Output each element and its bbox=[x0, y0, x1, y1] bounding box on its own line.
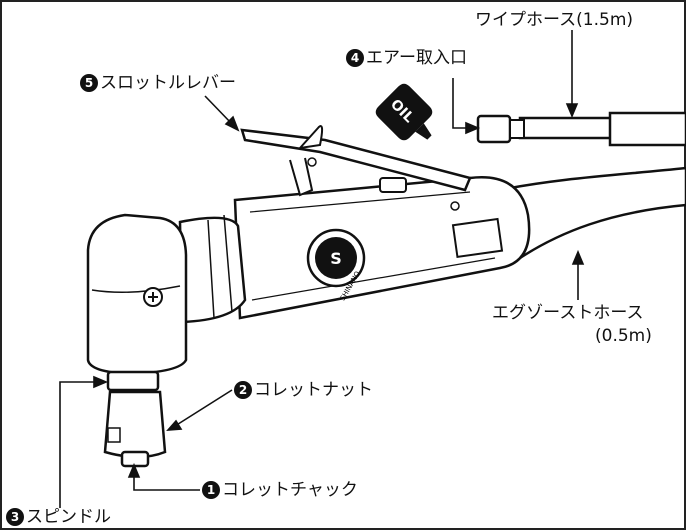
collet-nut bbox=[103, 390, 167, 459]
number-badge: 3 bbox=[6, 508, 24, 526]
exhaust-hose bbox=[499, 166, 686, 260]
grinder-body: S SHINANO bbox=[233, 176, 531, 320]
label-exhaust-hose-length: (0.5m) bbox=[595, 326, 652, 346]
label-exhaust-hose: エグゾーストホース bbox=[492, 303, 644, 323]
angle-head bbox=[86, 213, 188, 376]
label-text: コレットチャック bbox=[222, 480, 358, 500]
label-text: スロットルレバー bbox=[100, 73, 236, 93]
collar bbox=[178, 214, 247, 324]
throttle-lever bbox=[240, 125, 472, 211]
oil-bottle-icon: OIL bbox=[375, 83, 433, 141]
number-badge: 4 bbox=[346, 49, 364, 67]
whip-hose bbox=[476, 111, 686, 147]
svg-text:S: S bbox=[330, 249, 342, 268]
label-text: スピンドル bbox=[26, 507, 111, 527]
label-text: コレットナット bbox=[254, 380, 373, 400]
leader-lines bbox=[59, 30, 585, 508]
number-badge: 2 bbox=[234, 381, 252, 399]
label-text: エアー取入口 bbox=[366, 48, 467, 68]
spindle-assembly bbox=[103, 370, 167, 468]
air-inlet-fitting bbox=[476, 114, 512, 144]
label-whip-hose: ワイプホース(1.5m) bbox=[475, 10, 634, 30]
number-badge: 5 bbox=[80, 74, 98, 92]
collet-chuck bbox=[120, 450, 150, 468]
shinano-logo: S SHINANO bbox=[306, 228, 366, 302]
number-badge: 1 bbox=[202, 481, 220, 499]
